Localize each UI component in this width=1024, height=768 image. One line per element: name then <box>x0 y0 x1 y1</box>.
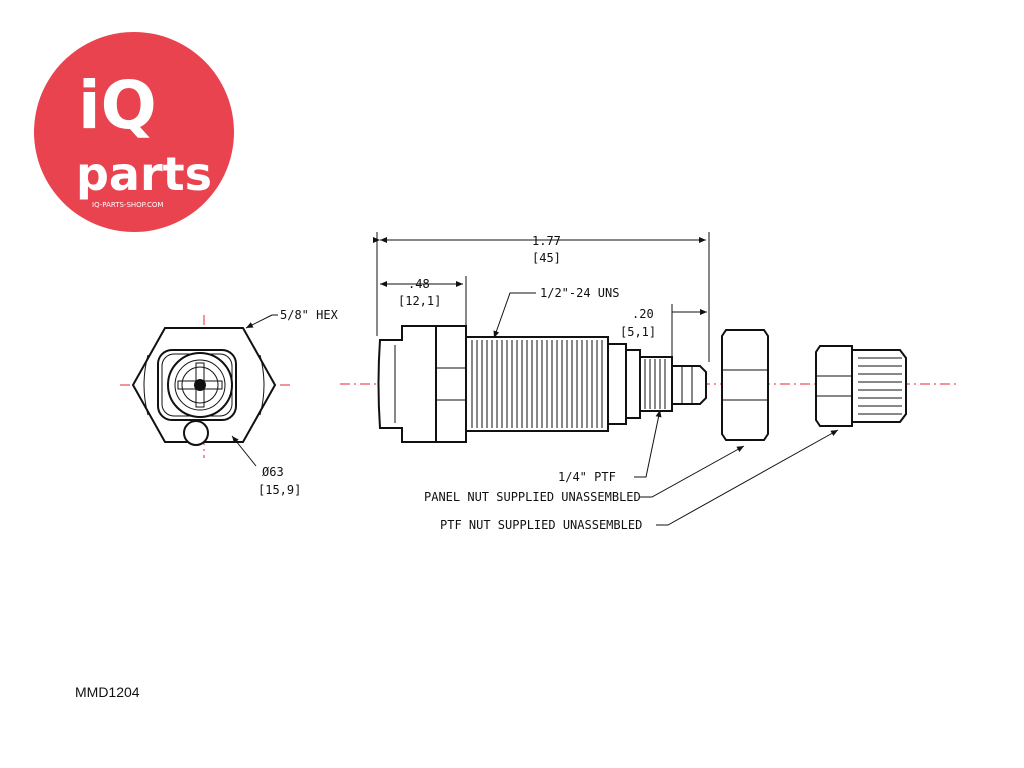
logo-line2: parts <box>76 147 212 201</box>
ptf-thread-lines <box>644 359 666 409</box>
panel-nut-label: PANEL NUT SUPPLIED UNASSEMBLED <box>424 490 641 504</box>
ptf-nut <box>815 345 907 427</box>
ptf-nut-label: PTF NUT SUPPLIED UNASSEMBLED <box>440 518 642 532</box>
panel-nut <box>721 329 769 441</box>
iq-parts-logo: iQ parts IQ-PARTS-SHOP.COM <box>34 32 234 232</box>
tip-mm-label: [5,1] <box>620 325 656 339</box>
side-view <box>340 325 960 443</box>
overall-label: 1.77 <box>532 234 561 248</box>
diameter-label: Ø63 <box>262 465 284 479</box>
end-view <box>120 314 290 467</box>
logo-url: IQ-PARTS-SHOP.COM <box>92 201 163 209</box>
body-label: .48 <box>408 277 430 291</box>
overall-mm-label: [45] <box>532 251 561 265</box>
hex-label: 5/8" HEX <box>280 308 339 322</box>
logo-line1: iQ <box>78 67 157 144</box>
knurl-lines <box>858 357 902 415</box>
body-mm-label: [12,1] <box>398 294 441 308</box>
dimension-lines <box>373 232 839 526</box>
thread-lines <box>471 340 603 428</box>
thread-label: 1/2"-24 UNS <box>540 286 619 300</box>
product-code: MMD1204 <box>75 684 140 700</box>
diameter-mm-label: [15,9] <box>258 483 301 497</box>
ptf-label: 1/4" PTF <box>558 470 616 484</box>
tip-label: .20 <box>632 307 654 321</box>
